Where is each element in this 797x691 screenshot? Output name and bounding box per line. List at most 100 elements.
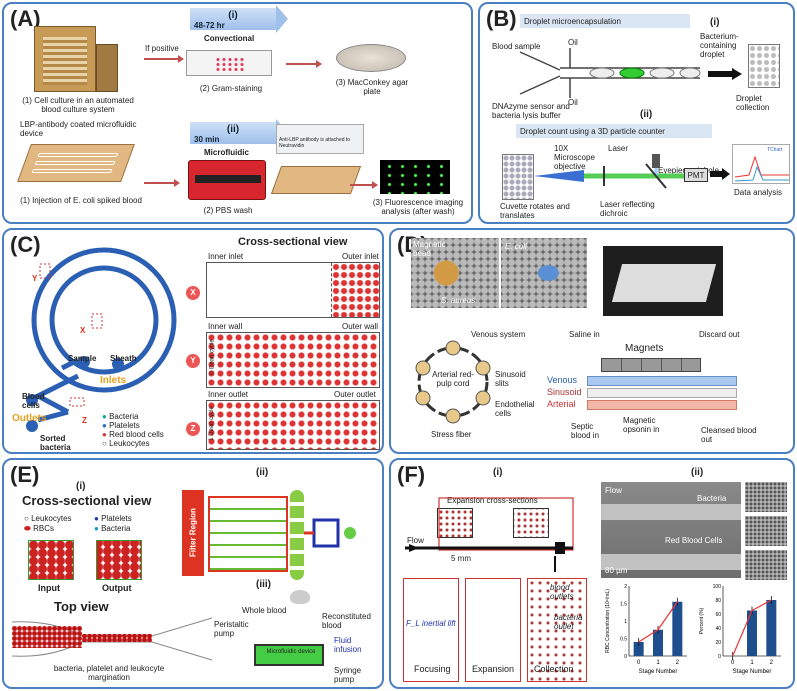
f-thumb-3 xyxy=(745,550,787,580)
laser-label: Laser xyxy=(608,144,629,153)
f-focusing-label: Focusing xyxy=(414,664,451,674)
e-leuko-text: Leukocytes xyxy=(31,514,72,523)
bar-ii-name: Microfluidic xyxy=(204,148,249,157)
one-dean-label: 1 Dean cycle xyxy=(208,406,215,441)
e-fluid-label: Fluid infusion xyxy=(334,636,362,654)
magbead-label: Magnetic bead xyxy=(413,240,446,258)
bar-ii-roman: (ii) xyxy=(226,124,240,135)
lbp-device xyxy=(17,144,135,182)
arrow-b1 xyxy=(708,68,742,80)
f-scale: 5 mm xyxy=(451,554,471,563)
e-outlets-col xyxy=(290,490,304,580)
e-top-rbcs xyxy=(12,626,82,648)
e-input-cross xyxy=(28,540,74,580)
panel-e-label: (E) xyxy=(10,462,40,487)
f-blood-outlets: blood outlets xyxy=(550,583,574,601)
step3-label: (3) MacConkey agar plate xyxy=(335,78,409,96)
leg-bacteria-text: Bacteria xyxy=(109,412,139,421)
e-platelets-text: Platelets xyxy=(101,514,132,523)
count-title-bar: Droplet count using a 3D particle counte… xyxy=(516,124,712,138)
arterial-channel xyxy=(587,400,737,410)
x-axis-label: Stage Number xyxy=(639,669,678,675)
f-thumb-1 xyxy=(745,482,787,512)
bar xyxy=(747,610,757,656)
x-axis-label: Stage Number xyxy=(733,669,772,675)
panel-e: (E) (i) Cross-sectional view ○ Leukocyte… xyxy=(2,458,384,689)
y-tick-label: 100 xyxy=(713,584,722,590)
cross-z: 1 Dean cycle xyxy=(206,400,380,450)
f-bact-outlet: bacteria outlet xyxy=(554,613,583,631)
e-outlet-loop xyxy=(304,518,356,548)
x-tick-label: 2 xyxy=(676,660,680,666)
outer-outlet-label: Outer outlet xyxy=(334,390,376,399)
magnet-row xyxy=(601,358,701,372)
encap-title: Droplet microencapsulation xyxy=(524,17,621,26)
e-mouse-icon xyxy=(290,590,310,604)
y-tick-label: 1.5 xyxy=(620,602,627,608)
f-expansion-cs: Expansion cross-sections xyxy=(447,496,538,505)
panel-b: (B) Droplet microencapsulation (i) Bacte… xyxy=(478,2,795,224)
e-iii: (iii) xyxy=(256,579,271,590)
filter-region: Filter Region xyxy=(182,490,204,576)
pbs-label: (2) PBS wash xyxy=(203,206,253,215)
objective-label: 10X Microscope objective xyxy=(554,144,595,171)
arterial-ch-label: Arterial xyxy=(547,399,576,409)
c-x-circle: X xyxy=(186,286,200,300)
legend-bacteria: ● Bacteria xyxy=(102,412,138,421)
f-i: (i) xyxy=(493,467,503,478)
f-collection-label: Collection xyxy=(534,664,574,674)
cross-y: ½ Dean cycle xyxy=(206,332,380,388)
panel-a: (A) (1) Cell culture in an automated blo… xyxy=(2,2,473,224)
f-rbc-label: Red Blood Cells xyxy=(665,536,723,545)
outer-inlet-label: Outer inlet xyxy=(342,252,379,261)
leg-bacteria-icon: ● xyxy=(102,412,107,421)
magnets-label: Magnets xyxy=(625,343,664,354)
step1-label: (1) Cell culture in an automated blood c… xyxy=(22,96,134,114)
leg-rbc-text: Red blood cells xyxy=(109,430,164,439)
legend-leuko: ○ Leukocytes xyxy=(102,439,150,448)
sheath-label: Sheath xyxy=(110,354,137,363)
analysis-label: Data analysis xyxy=(734,188,783,197)
half-dean-label: ½ Dean cycle xyxy=(209,339,216,376)
c-z-circle: Z xyxy=(186,422,200,436)
leg-platelets-text: Platelets xyxy=(109,421,140,430)
blood-cells-label: Blood cells xyxy=(22,392,45,410)
y-tick-label: 20 xyxy=(715,640,721,646)
fluorescence-image xyxy=(380,160,450,194)
f-bacteria-label: Bacteria xyxy=(697,494,727,503)
e-recon-blood: Reconstituted blood xyxy=(322,612,371,630)
leg-leuko-text: Leukocytes xyxy=(109,439,150,448)
blood-culture-machine xyxy=(34,26,96,92)
b-i: (i) xyxy=(710,17,720,28)
f-flow-label: Flow xyxy=(407,536,424,545)
leg-platelets-icon: ● xyxy=(102,421,107,430)
e-stage-grid xyxy=(208,496,288,572)
e-leg-rbc: ⬬ RBCs xyxy=(24,524,54,533)
e-i: (i) xyxy=(76,481,86,492)
optical-path xyxy=(534,154,684,189)
panel-f-label: (F) xyxy=(397,462,426,487)
y-tick-label: 0.5 xyxy=(620,637,627,643)
anti-lbp-text: Anti-LBP antibody is attached to Neutrav… xyxy=(279,137,351,149)
e-leg-bacteria: ● Bacteria xyxy=(94,524,130,533)
bar xyxy=(672,601,683,656)
panel-b-label: (B) xyxy=(486,6,517,31)
outlets-label: Outlets xyxy=(12,413,47,424)
oil-top-label: Oil xyxy=(568,38,578,47)
y-tick-label: 1 xyxy=(624,619,627,625)
e-bacteria-text: Bacteria xyxy=(101,524,131,533)
x-tick-label: 1 xyxy=(656,660,660,666)
endothelial-label: Endothelial cells xyxy=(495,400,535,418)
saureus-label: S. aureus xyxy=(441,296,476,305)
dichroic-label: Laser reflecting dichroic xyxy=(600,200,655,218)
e-input-label: Input xyxy=(38,583,60,593)
arrow-a1 xyxy=(144,55,184,63)
injection-text: (1) Injection of E. coli spiked blood xyxy=(20,196,142,205)
sinusoid-channel xyxy=(587,388,737,398)
e-pump-label: Peristaltic pump xyxy=(214,620,249,638)
b-ii: (ii) xyxy=(640,109,653,120)
leg-rbc-icon: ● xyxy=(102,430,107,439)
tchart-label: TChart xyxy=(767,147,783,153)
gram-slide xyxy=(186,50,272,76)
e-leuko-icon: ○ xyxy=(24,514,29,523)
